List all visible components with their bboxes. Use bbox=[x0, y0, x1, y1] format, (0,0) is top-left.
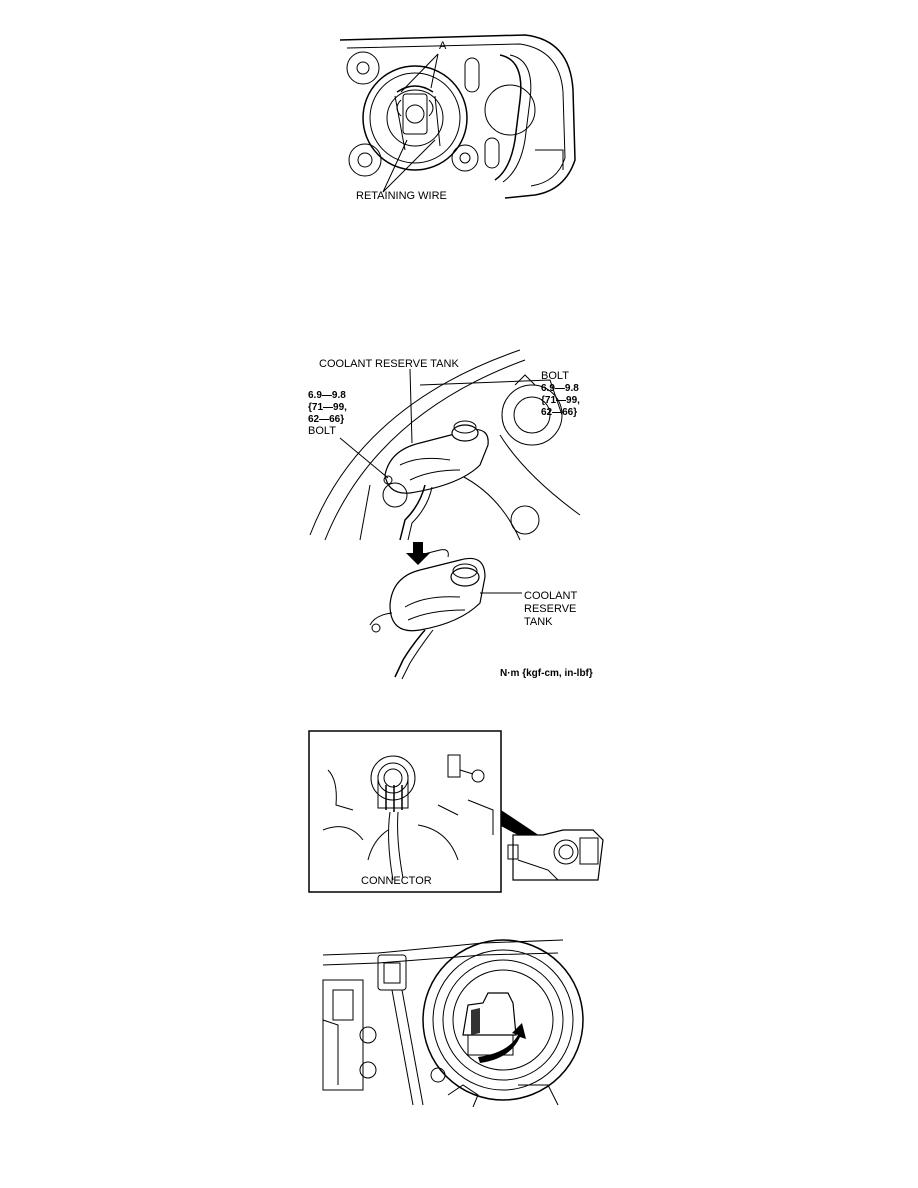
tank-label-line-2: RESERVE bbox=[524, 603, 577, 615]
coolant-tank-illustration bbox=[309, 349, 581, 680]
figure-coolant-reserve-tank: COOLANT RESERVE TANK 6.9—9.8 {71—99, 62—… bbox=[300, 345, 610, 685]
tank-label-line-3: TANK bbox=[524, 616, 553, 628]
left-bolt-label: BOLT bbox=[308, 425, 336, 437]
right-torque-line-3: 62—66} bbox=[541, 407, 578, 418]
retaining-wire-label: RETAINING WIRE bbox=[356, 190, 447, 202]
figure-bulb-removal bbox=[318, 935, 603, 1110]
connector-illustration bbox=[308, 730, 604, 893]
torque-units-label: N·m {kgf-cm, in-lbf} bbox=[500, 668, 593, 679]
tank-label-line-1: COOLANT bbox=[524, 590, 578, 602]
left-torque-line-2: {71—99, bbox=[308, 402, 347, 413]
right-bolt-label: BOLT bbox=[541, 370, 569, 382]
callout-a: A bbox=[439, 40, 447, 52]
connector-label: CONNECTOR bbox=[361, 875, 432, 887]
left-torque-line-3: 62—66} bbox=[308, 414, 345, 425]
right-torque-line-2: {71—99, bbox=[541, 395, 580, 406]
retaining-wire-illustration bbox=[339, 34, 576, 199]
right-torque-line-1: 6.9—9.8 bbox=[541, 383, 579, 394]
figure-retaining-wire: A RETAINING WIRE bbox=[335, 30, 580, 210]
coolant-tank-top-label: COOLANT RESERVE TANK bbox=[319, 358, 459, 370]
left-torque-line-1: 6.9—9.8 bbox=[308, 390, 346, 401]
figure-connector: CONNECTOR bbox=[308, 730, 608, 895]
bulb-removal-illustration bbox=[322, 939, 584, 1108]
